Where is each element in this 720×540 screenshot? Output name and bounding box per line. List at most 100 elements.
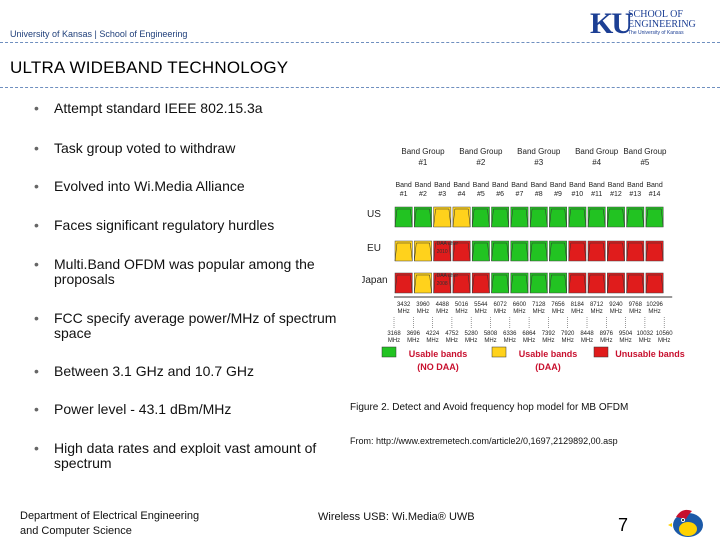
bullet-dot-icon: • [34, 364, 39, 379]
center-freq-label: MHz [610, 309, 622, 315]
edge-freq-label: 10560 [656, 331, 673, 337]
band-label: Band [415, 182, 431, 189]
center-freq-label: MHz [533, 309, 545, 315]
band-label: Band [646, 182, 662, 189]
edge-freq-label: 7392 [542, 331, 556, 337]
band-label: Band [550, 182, 566, 189]
center-freq-label: MHz [629, 309, 641, 315]
edge-freq-label: MHz [504, 338, 516, 344]
edge-freq-label: MHz [562, 338, 574, 344]
band-cell [569, 207, 586, 227]
edge-freq-label: MHz [581, 338, 593, 344]
center-freq-label: MHz [552, 309, 564, 315]
band-cell [472, 207, 489, 227]
edge-freq-label: MHz [446, 338, 458, 344]
title-divider [0, 87, 720, 88]
band-cell [588, 273, 605, 293]
band-label: Band [511, 182, 527, 189]
band-cell [472, 241, 489, 261]
edge-freq-label: 8448 [580, 331, 594, 337]
edge-freq-label: MHz [619, 338, 631, 344]
band-cell [492, 207, 509, 227]
edge-freq-label: MHz [542, 338, 554, 344]
band-label: Band [608, 182, 624, 189]
band-label: Band [395, 182, 411, 189]
bullet-item: •Attempt standard IEEE 802.15.3a [34, 101, 354, 116]
band-label: Band [569, 182, 585, 189]
center-freq-label: 7656 [551, 302, 565, 308]
bullet-dot-icon: • [34, 218, 39, 233]
edge-freq-label: 3168 [387, 331, 401, 337]
band-label: #8 [535, 191, 543, 198]
band-label: #4 [458, 191, 466, 198]
center-freq-label: 8184 [571, 302, 585, 308]
center-freq-label: 6072 [493, 302, 507, 308]
band-label: Band [627, 182, 643, 189]
edge-freq-label: MHz [426, 338, 438, 344]
ku-logo-mark: KU [590, 8, 631, 40]
legend-swatch [382, 347, 396, 357]
header-divider [0, 42, 720, 43]
band-cell [530, 241, 547, 261]
edge-freq-label: MHz [465, 338, 477, 344]
center-freq-label: MHz [648, 309, 660, 315]
center-freq-label: 9240 [609, 302, 623, 308]
center-freq-label: MHz [513, 309, 525, 315]
band-cell [395, 207, 412, 227]
daa-note: DAA after [437, 273, 459, 279]
band-group-label: #4 [592, 158, 601, 167]
band-cell [434, 207, 451, 227]
institution-header: University of Kansas | School of Enginee… [10, 29, 187, 39]
band-cell [569, 241, 586, 261]
band-label: Band [492, 182, 508, 189]
band-cell [588, 241, 605, 261]
daa-note: 2008 [437, 281, 448, 287]
bullet-item: •Task group voted to withdraw [34, 141, 354, 156]
center-freq-label: MHz [455, 309, 467, 315]
edge-freq-label: MHz [523, 338, 535, 344]
center-freq-label: MHz [475, 309, 487, 315]
band-label: Band [531, 182, 547, 189]
bullet-item: •Faces significant regulatory hurdles [34, 218, 354, 233]
band-group-label: #2 [476, 158, 485, 167]
edge-freq-label: 9504 [619, 331, 633, 337]
jayhawk-mascot-icon [668, 503, 708, 539]
footer-department: Department of Electrical Engineering and… [20, 509, 260, 539]
edge-freq-label: 5808 [484, 331, 498, 337]
bullet-item: •High data rates and exploit vast amount… [34, 441, 354, 471]
bullet-item: •Between 3.1 GHz and 10.7 GHz [34, 364, 354, 379]
slide-title: ULTRA WIDEBAND TECHNOLOGY [10, 58, 288, 78]
band-cell [530, 273, 547, 293]
edge-freq-label: 7920 [561, 331, 575, 337]
center-freq-label: 4488 [436, 302, 450, 308]
legend-label: Usable bands [409, 349, 468, 359]
band-cell [646, 241, 663, 261]
edge-freq-label: MHz [388, 338, 400, 344]
bullet-item: •Evolved into Wi.Media Alliance [34, 179, 354, 194]
bullet-dot-icon: • [34, 101, 39, 116]
edge-freq-label: 5280 [465, 331, 479, 337]
department-line-1: Department of Electrical Engineering [20, 509, 260, 524]
edge-freq-label: MHz [639, 338, 651, 344]
legend-label: (DAA) [535, 362, 561, 372]
band-cell [511, 207, 528, 227]
bullet-item: •FCC specify average power/MHz of spectr… [34, 311, 354, 341]
center-freq-label: 8712 [590, 302, 604, 308]
logo-text: SCHOOL OF ENGINEERING [628, 10, 696, 30]
legend-label: (NO DAA) [417, 362, 459, 372]
center-freq-label: MHz [417, 309, 429, 315]
band-cell [511, 241, 528, 261]
band-cell [549, 207, 566, 227]
legend-swatch [492, 347, 506, 357]
band-cell [627, 207, 644, 227]
band-label: #11 [591, 191, 602, 198]
center-freq-label: MHz [436, 309, 448, 315]
band-group-label: Band Group [517, 147, 561, 156]
edge-freq-label: MHz [407, 338, 419, 344]
band-cell [627, 241, 644, 261]
band-label: #7 [516, 191, 524, 198]
edge-freq-label: 10032 [637, 331, 654, 337]
center-freq-label: 5016 [455, 302, 469, 308]
bullet-item: •Power level - 43.1 dBm/MHz [34, 402, 354, 417]
band-label: #12 [610, 191, 622, 198]
